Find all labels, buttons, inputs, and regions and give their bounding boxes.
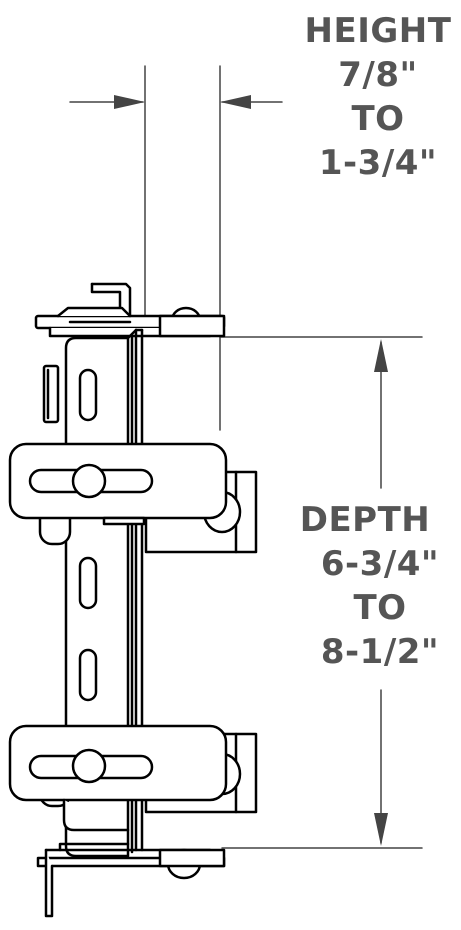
height-dimension	[69, 65, 283, 431]
side-tab	[42, 364, 60, 424]
channel-slot	[78, 648, 98, 702]
clamp-knob	[71, 748, 107, 784]
depth-label-min: 6-3/4"	[320, 544, 440, 584]
depth-label-max: 8-1/2"	[320, 632, 440, 672]
height-label-to: TO	[351, 99, 405, 139]
channel-slot	[78, 556, 98, 610]
height-label-max: 1-3/4"	[318, 143, 438, 183]
clamp-knob	[71, 463, 107, 499]
height-arrow-right-head	[220, 95, 251, 109]
channel-slot	[78, 368, 98, 422]
lower-clamp	[8, 724, 258, 832]
height-label: HEIGHT 7/8" TO 1-3/4"	[296, 14, 460, 180]
height-arrow-left-head	[114, 95, 145, 109]
height-label-title: HEIGHT	[304, 11, 452, 51]
depth-label: DEPTH 6-3/4" TO 8-1/2"	[300, 503, 460, 669]
bottom-mounting-plate	[36, 842, 226, 918]
height-label-min: 7/8"	[338, 55, 418, 95]
upper-clamp	[8, 442, 258, 554]
depth-dimension	[219, 336, 423, 849]
depth-arrow-head-bottom	[374, 813, 388, 846]
depth-arrow-head-top	[374, 339, 388, 372]
depth-label-to: TO	[353, 588, 407, 628]
top-mounting-plate	[34, 282, 226, 338]
depth-label-title: DEPTH	[299, 500, 431, 540]
